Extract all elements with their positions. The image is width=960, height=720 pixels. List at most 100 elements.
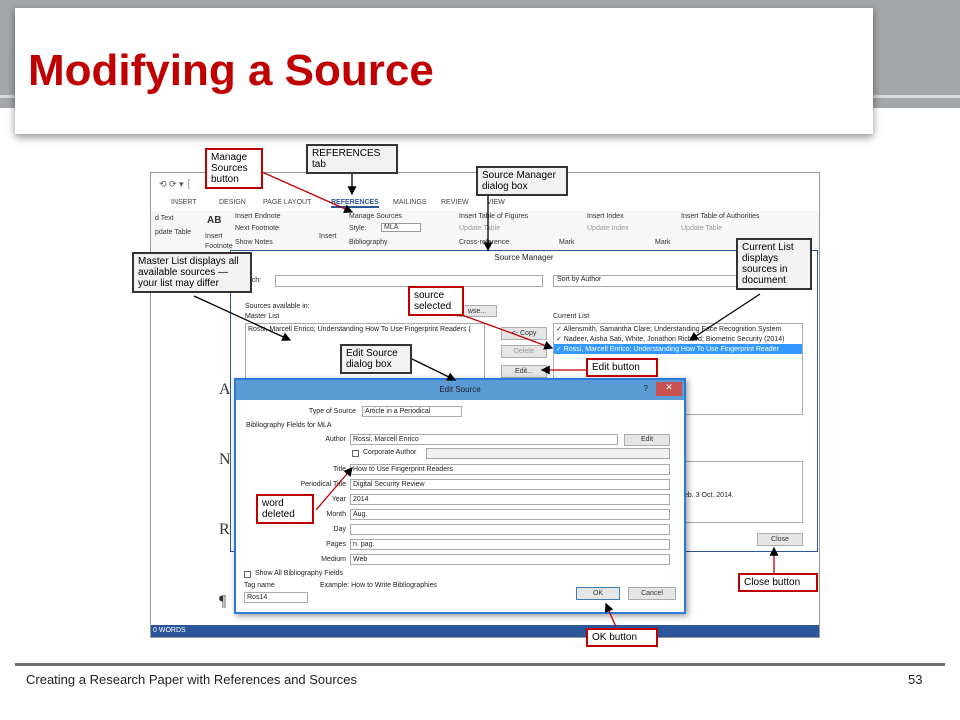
page-number: 53	[908, 672, 923, 687]
edit-source-titlebar	[236, 380, 684, 400]
word-count[interactable]: 0 WORDS	[153, 627, 186, 634]
callout-close-button: Close button	[738, 573, 818, 592]
author-field[interactable]: Rossi, Marcell Enrico	[350, 434, 618, 445]
ribbon: d Text pdate Table AB Insert Footnote In…	[151, 211, 819, 253]
callout-source-manager: Source Manager dialog box	[476, 166, 568, 196]
style-select[interactable]: MLA	[381, 223, 421, 232]
insert-citation-button[interactable]: Insert	[319, 233, 337, 240]
title-field[interactable]: How to Use Fingerprint Readers	[350, 464, 670, 475]
paragraph-mark: ¶	[219, 593, 227, 610]
tab-design[interactable]: DESIGN	[219, 199, 246, 206]
tab-page-layout[interactable]: PAGE LAYOUT	[263, 199, 312, 206]
insert-footnote-label[interactable]: Insert	[205, 233, 223, 240]
title-card	[15, 8, 873, 134]
sources-available-label: Sources available in:	[245, 303, 310, 310]
copy-button[interactable]: <- Copy	[501, 327, 547, 340]
ok-button[interactable]: OK	[576, 587, 620, 600]
cross-reference-button[interactable]: Cross-reference	[459, 239, 510, 246]
update-table-authorities-button[interactable]: Update Table	[681, 225, 723, 232]
callout-references-tab: REFERENCES tab	[306, 144, 398, 174]
tab-review[interactable]: REVIEW	[441, 199, 469, 206]
insert-table-of-figures-button[interactable]: Insert Table of Figures	[459, 213, 529, 220]
corporate-author-checkbox[interactable]	[352, 450, 359, 457]
tab-references[interactable]: REFERENCES	[331, 199, 379, 208]
callout-edit-button: Edit button	[586, 358, 658, 377]
current-list-item-selected[interactable]: ✓ Rossi, Marcell Enrico; Understanding H…	[554, 344, 802, 354]
mark-citation-button[interactable]: Mark	[655, 239, 671, 246]
slide-title: Modifying a Source	[28, 46, 434, 95]
periodical-title-label: Periodical Title	[300, 481, 346, 488]
edit-button[interactable]: Edit...	[501, 365, 547, 378]
footnote-label[interactable]: Footnote	[205, 243, 233, 250]
tag-name-field[interactable]: Ros14	[244, 592, 308, 603]
corporate-author-field[interactable]	[426, 448, 670, 459]
ribbon-tabs: INSERT DESIGN PAGE LAYOUT REFERENCES MAI…	[151, 197, 819, 211]
pages-label: Pages	[326, 541, 346, 548]
insert-table-of-authorities-button[interactable]: Insert Table of Authorities	[681, 213, 760, 220]
status-bar: 0 WORDS	[151, 625, 819, 637]
manage-sources-button[interactable]: Manage Sources	[349, 213, 402, 220]
day-label: Day	[333, 526, 346, 533]
help-icon[interactable]: ?	[643, 384, 648, 393]
tag-example-text: Example: How to Write Bibliographies	[320, 582, 437, 589]
callout-manage-sources: Manage Sources button	[205, 148, 263, 189]
periodical-title-field[interactable]: Digital Security Review	[350, 479, 670, 490]
next-footnote-button[interactable]: Next Footnote	[235, 225, 279, 232]
document-page[interactable]: Al Na Re ¶	[151, 253, 238, 623]
update-table-figures-button[interactable]: Update Table	[459, 225, 501, 232]
callout-edit-source-dialog: Edit Source dialog box	[340, 344, 412, 374]
footer-rule	[15, 663, 945, 666]
bibliography-button[interactable]: Bibliography	[349, 239, 388, 246]
cancel-button[interactable]: Cancel	[628, 587, 676, 600]
medium-field[interactable]: Web	[350, 554, 670, 565]
type-of-source-select[interactable]: Article in a Periodical	[362, 406, 462, 417]
month-label: Month	[326, 511, 346, 518]
type-of-source-label: Type of Source	[308, 408, 356, 415]
tab-insert[interactable]: INSERT	[171, 199, 197, 206]
month-field[interactable]: Aug.	[350, 509, 670, 520]
insert-footnote-icon[interactable]: AB	[207, 215, 222, 226]
current-list-item[interactable]: ✓ Allensmith, Samantha Clare; Understand…	[556, 326, 782, 333]
tab-mailings[interactable]: MAILINGS	[393, 199, 427, 206]
insert-index-button[interactable]: Insert Index	[587, 213, 624, 220]
ribbon-update-table[interactable]: pdate Table	[155, 229, 192, 236]
close-button[interactable]: Close	[757, 533, 803, 546]
edit-source-title: Edit Source	[439, 385, 481, 394]
edit-source-dialog: Edit Source ? ✕ Type of Source Article i…	[234, 378, 686, 614]
quick-access-toolbar[interactable]: ⟲ ⟳ ▾ ┆	[159, 179, 192, 189]
insert-endnote-button[interactable]: Insert Endnote	[235, 213, 281, 220]
callout-master-list: Master List displays all available sourc…	[132, 252, 252, 293]
corporate-author-label: Corporate Author	[363, 449, 417, 456]
medium-label: Medium	[321, 556, 346, 563]
update-index-button[interactable]: Update Index	[587, 225, 629, 232]
callout-word-deleted: word deleted	[256, 494, 314, 524]
callout-ok-button: OK button	[586, 628, 658, 647]
footer-text: Creating a Research Paper with Reference…	[26, 672, 357, 687]
sort-select[interactable]: Sort by Author	[553, 275, 753, 287]
show-all-fields-label: Show All Bibliography Fields	[255, 570, 343, 577]
callout-current-list: Current List displays sources in documen…	[736, 238, 812, 290]
master-list-label: Master List	[245, 313, 280, 320]
show-all-fields-checkbox[interactable]	[244, 571, 251, 578]
day-field[interactable]	[350, 524, 670, 535]
author-label: Author	[325, 436, 346, 443]
title-label: Title	[333, 466, 346, 473]
pages-field[interactable]: n. pag.	[350, 539, 670, 550]
close-icon[interactable]: ✕	[656, 382, 682, 396]
preview-text: eb. 3 Oct. 2014.	[684, 492, 734, 499]
fields-heading: Bibliography Fields for MLA	[246, 422, 332, 429]
current-list-item[interactable]: ✓ Nadeer, Aisha Sati, White, Jonathon Ri…	[556, 336, 785, 343]
style-label: Style:	[349, 225, 367, 232]
show-notes-button[interactable]: Show Notes	[235, 239, 273, 246]
tag-name-label: Tag name	[244, 582, 275, 589]
callout-source-selected: source selected	[408, 286, 464, 316]
tab-view[interactable]: VIEW	[487, 199, 505, 206]
year-field[interactable]: 2014	[350, 494, 670, 505]
current-list-label: Current List	[553, 313, 590, 320]
author-edit-button[interactable]: Edit	[624, 434, 670, 446]
master-list-item[interactable]: Rossi, Marcell Enrico; Understanding How…	[248, 326, 471, 333]
ribbon-text-label[interactable]: d Text	[155, 215, 174, 222]
delete-button[interactable]: Delete	[501, 345, 547, 358]
source-manager-title: Source Manager	[231, 251, 817, 265]
mark-entry-button[interactable]: Mark	[559, 239, 575, 246]
